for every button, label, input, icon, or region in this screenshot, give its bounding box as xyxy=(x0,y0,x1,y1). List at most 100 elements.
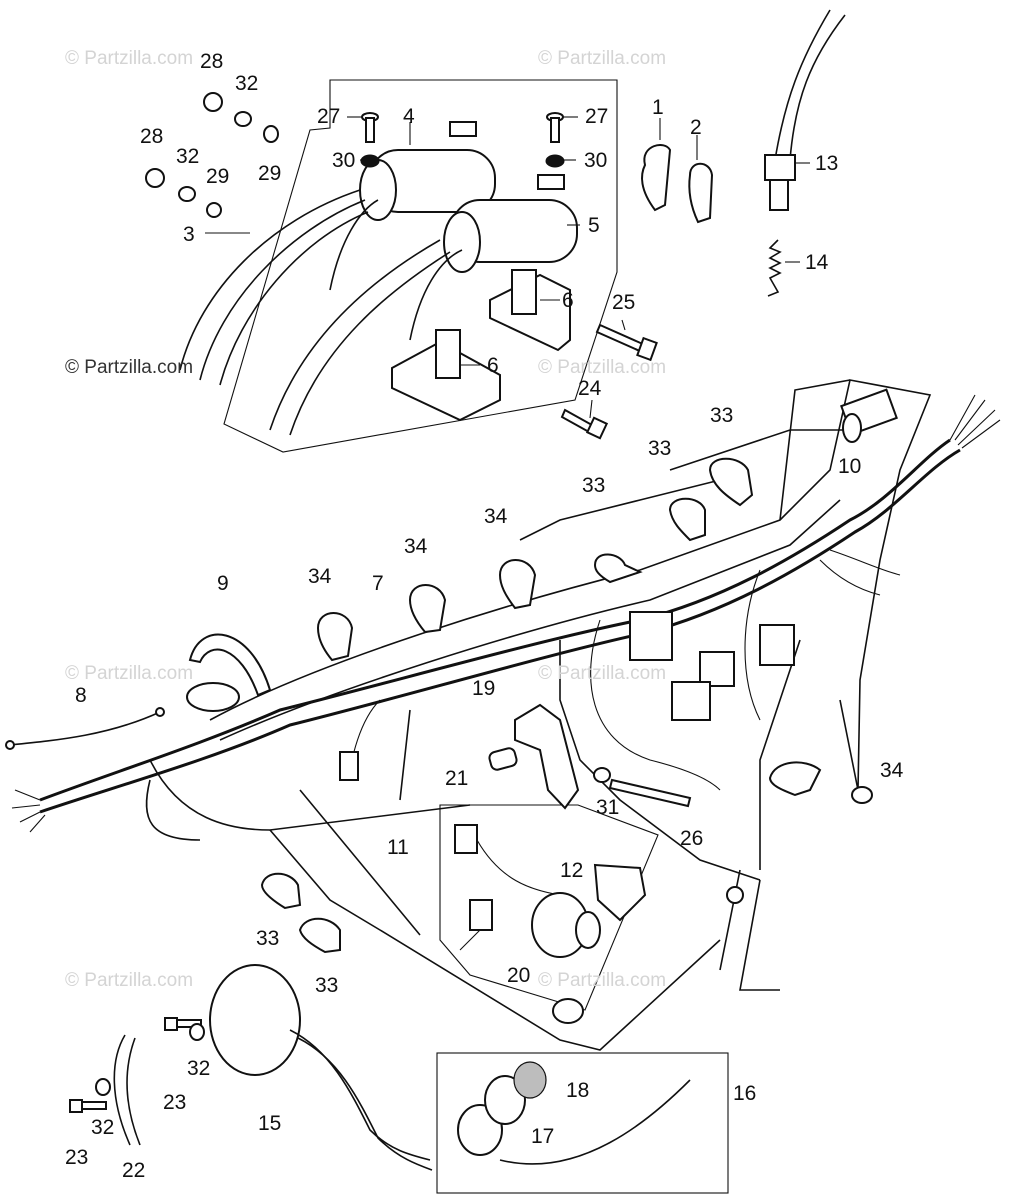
watermark: © Partzilla.com xyxy=(538,970,667,991)
callout-12: 12 xyxy=(560,859,584,882)
clamp-34a xyxy=(498,559,537,610)
nut-28b xyxy=(145,168,165,188)
callout-34b: 34 xyxy=(404,535,428,558)
bolt-26 xyxy=(608,778,692,808)
washer-32b xyxy=(178,186,196,202)
washer-30a xyxy=(360,154,380,168)
callout-33b: 33 xyxy=(648,437,672,460)
callout-22: 22 xyxy=(122,1159,146,1182)
callout-2: 2 xyxy=(690,116,702,139)
callout-33d: 33 xyxy=(256,927,280,950)
callout-34c: 34 xyxy=(308,565,332,588)
bolt-25 xyxy=(595,323,658,362)
callout-31: 31 xyxy=(596,796,620,819)
callout-29b: 29 xyxy=(206,165,230,188)
ignition-switch-group-outline xyxy=(439,804,659,1011)
grommet-20 xyxy=(552,998,584,1024)
callout-6a: 6 xyxy=(562,289,574,312)
frame xyxy=(145,379,932,1051)
washer-32a xyxy=(234,111,252,127)
callout-27b: 27 xyxy=(585,105,609,128)
spring-14 xyxy=(767,239,782,297)
callout-16: 16 xyxy=(733,1082,757,1105)
callout-4: 4 xyxy=(403,105,415,128)
leader-lines xyxy=(205,116,810,419)
callout-24: 24 xyxy=(578,377,602,400)
bolt-23a xyxy=(164,1017,202,1031)
clamp-33b xyxy=(668,497,706,542)
washer-31 xyxy=(593,767,611,783)
watermark: © Partzilla.com xyxy=(538,357,667,378)
clamp-2 xyxy=(688,162,714,224)
callout-11: 11 xyxy=(387,836,409,859)
callout-1: 1 xyxy=(652,96,664,119)
main-wire-harness xyxy=(11,394,1001,833)
clamp-33d xyxy=(260,872,302,910)
bolt-24 xyxy=(560,408,609,440)
coil-bracket-6b xyxy=(489,269,571,352)
washer-30b xyxy=(545,154,565,168)
switch-13 xyxy=(764,9,846,211)
callout-26: 26 xyxy=(680,827,704,850)
callout-23b: 23 xyxy=(65,1146,89,1169)
washer-29b xyxy=(206,202,222,218)
callout-30a: 30 xyxy=(332,149,356,172)
washer-29a xyxy=(263,125,279,143)
ignition-coil-group-outline xyxy=(223,79,618,453)
callout-33a: 33 xyxy=(710,404,734,427)
callout-32a: 32 xyxy=(235,72,259,95)
bracket-19 xyxy=(514,703,580,810)
callout-10: 10 xyxy=(838,455,862,478)
washer-32d xyxy=(95,1078,111,1096)
screw-27a xyxy=(361,112,379,143)
callout-20: 20 xyxy=(507,964,531,987)
grommet-10 xyxy=(840,388,898,443)
callout-21: 21 xyxy=(445,767,469,790)
clamp-33e xyxy=(298,917,341,954)
strap-22 xyxy=(113,1034,141,1146)
nut-28a xyxy=(203,92,223,112)
callout-29a: 29 xyxy=(258,162,282,185)
indicator-16 xyxy=(457,1061,691,1165)
callout-9: 9 xyxy=(217,572,229,595)
callout-25: 25 xyxy=(612,291,636,314)
watermark: © Partzilla.com xyxy=(65,48,194,69)
plug-wires-3 xyxy=(179,189,451,436)
connector-11 xyxy=(454,824,478,854)
watermark: © Partzilla.com xyxy=(65,663,194,684)
watermark: © Partzilla.com xyxy=(65,970,194,991)
callout-30b: 30 xyxy=(584,149,608,172)
clamp-34d xyxy=(768,761,822,797)
wire-8 xyxy=(9,711,161,746)
switch-part xyxy=(459,899,493,951)
callout-33e: 33 xyxy=(315,974,339,997)
clamp-33c xyxy=(593,553,643,584)
headstock-tube xyxy=(186,682,240,712)
callout-32b: 32 xyxy=(176,145,200,168)
callout-13: 13 xyxy=(815,152,839,175)
callout-28b: 28 xyxy=(140,125,164,148)
callout-27a: 27 xyxy=(317,105,341,128)
bolt-23b xyxy=(69,1099,107,1113)
horn-15 xyxy=(209,964,433,1171)
ignition-coil-5 xyxy=(409,174,578,341)
callout-23a: 23 xyxy=(163,1091,187,1114)
callout-34d: 34 xyxy=(880,759,904,782)
callout-15: 15 xyxy=(258,1112,282,1135)
screw-27b xyxy=(546,112,564,143)
callout-6b: 6 xyxy=(487,354,499,377)
callout-5: 5 xyxy=(588,214,600,237)
watermark: © Partzilla.com xyxy=(65,357,194,378)
spacer-21 xyxy=(488,747,518,771)
callout-32c: 32 xyxy=(187,1057,211,1080)
clamp-33a xyxy=(708,457,754,507)
callout-33c: 33 xyxy=(582,474,606,497)
clamp-34b xyxy=(408,584,447,634)
callout-28a: 28 xyxy=(200,50,224,73)
callout-7: 7 xyxy=(372,572,384,595)
callout-32d: 32 xyxy=(91,1116,115,1139)
callout-18: 18 xyxy=(566,1079,590,1102)
callout-3: 3 xyxy=(183,223,195,246)
watermark: © Partzilla.com xyxy=(538,48,667,69)
clamp-34c xyxy=(316,612,354,662)
